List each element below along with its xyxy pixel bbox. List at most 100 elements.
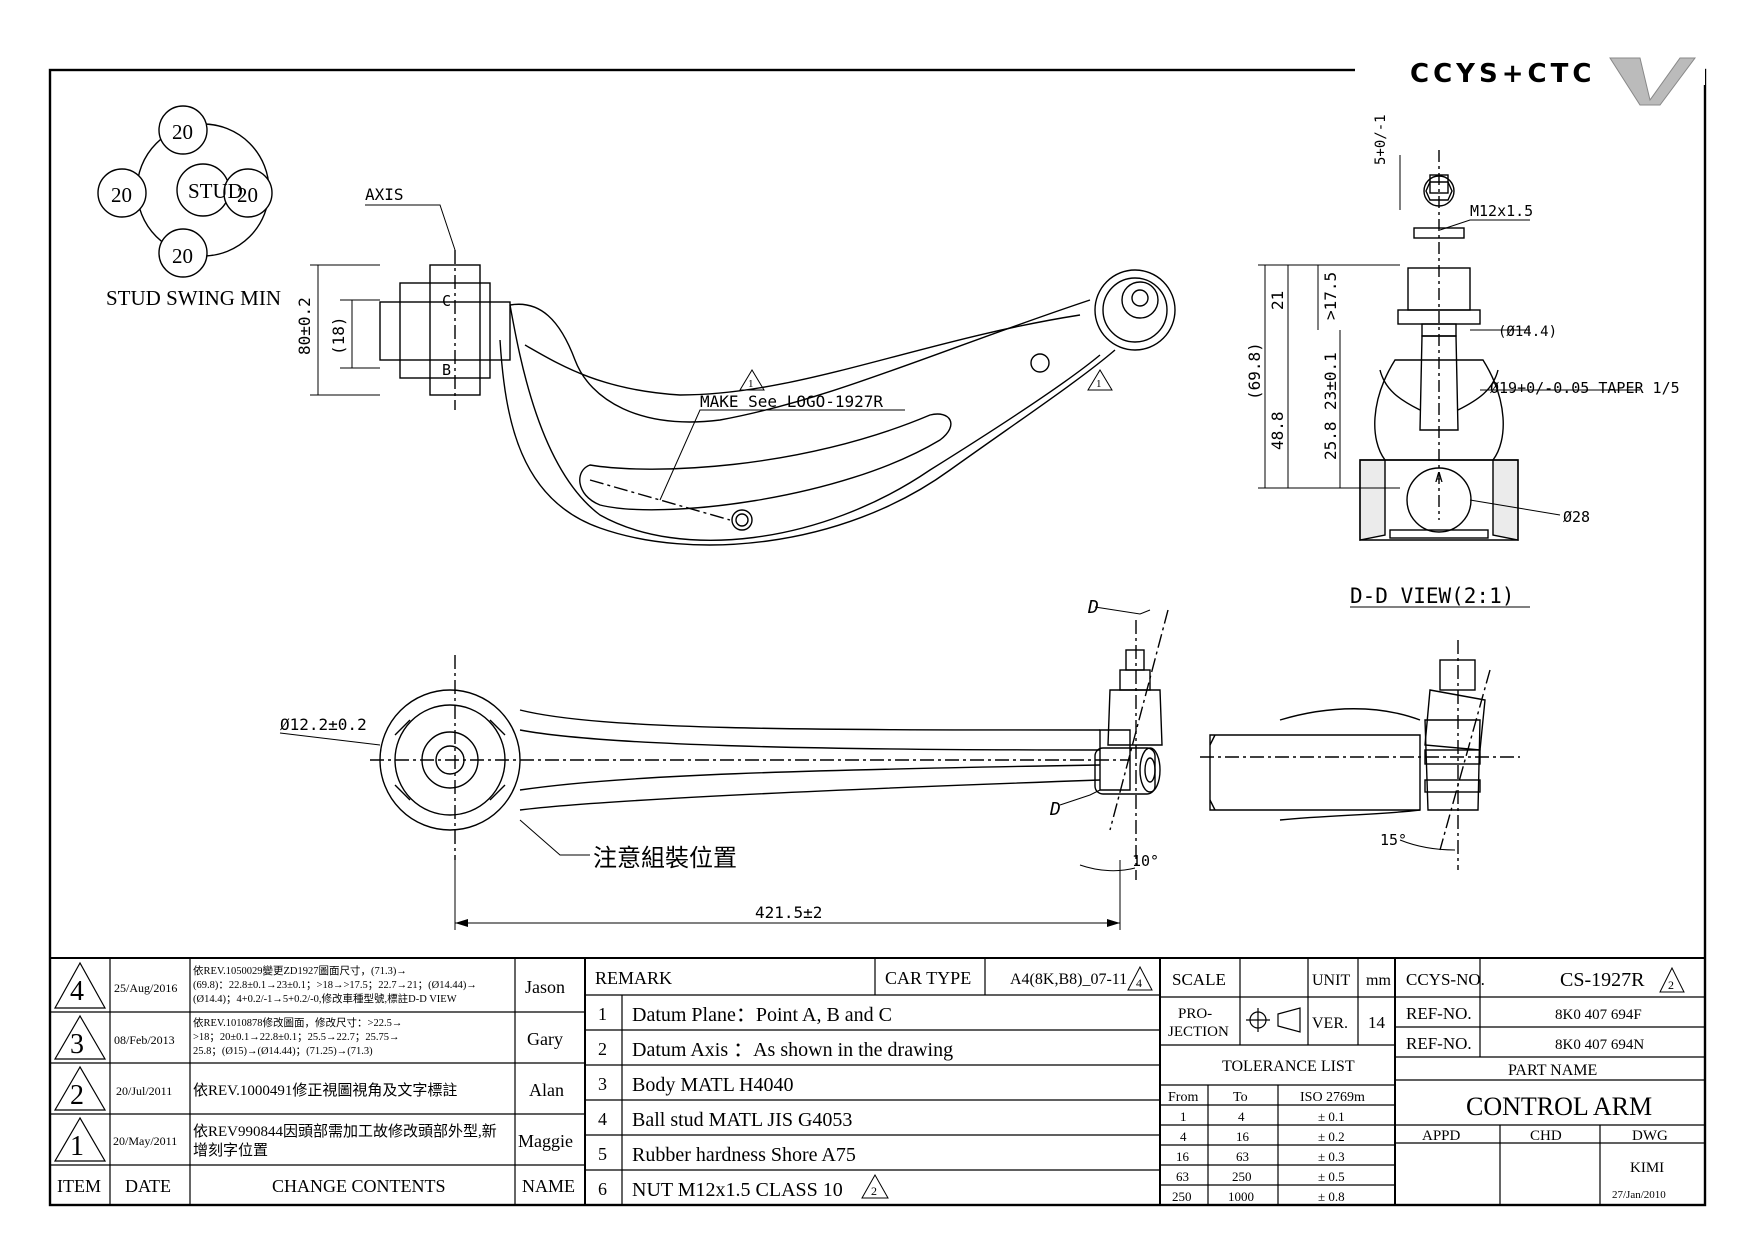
drawing-date: 27/Jan/2010 [1612,1189,1666,1201]
tol-to-4: 250 [1232,1169,1252,1184]
tolerance-title: TOLERANCE LIST [1222,1058,1355,1075]
rev-date-1: 20/May/2011 [113,1134,177,1148]
chd-label: CHD [1530,1128,1562,1144]
version-value: 14 [1368,1013,1386,1032]
rev-header-name: NAME [522,1176,575,1196]
car-type-rev: 4 [1136,976,1142,990]
rev-item-2: 2 [70,1080,84,1111]
swing-top-angle: 20 [172,120,193,144]
rev-header-date: DATE [125,1176,171,1196]
section-d-top: D [1087,597,1099,618]
tol-header-from: From [1168,1090,1198,1105]
rev-line-3a: 依REV.1010878修改圖面，修改尺寸：>22.5→ [193,1016,402,1029]
remark-no-3: 3 [598,1074,607,1094]
remarks-table: REMARK CAR TYPE A4(8K,B8)_07-11 4 1 Datu… [595,965,1153,1201]
overall-length: 421.5±2 [755,903,822,922]
part-name: CONTROL ARM [1466,1092,1652,1121]
ref-number-2: 8K0 407 694N [1555,1037,1644,1053]
tol-header-to: To [1233,1090,1248,1105]
tol-value-5: ± 0.8 [1318,1189,1345,1204]
unit-label: UNIT [1312,972,1350,989]
revision-table: 4 25/Aug/2016 依REV.1050029變更ZD1927圖面尺寸，(… [57,964,575,1196]
remark-no-6: 6 [598,1179,607,1199]
remark-text-1: Datum Plane：Point A, B and C [632,1004,892,1026]
remark-no-2: 2 [598,1039,607,1059]
rev-item-3: 3 [70,1029,84,1060]
ccys-label: CCYS-NO. [1406,970,1485,989]
rev-name-4: Jason [525,977,565,997]
ccys-number: CS-1927R [1560,969,1645,991]
rev-date-4: 25/Aug/2016 [114,981,177,995]
tol-to-1: 4 [1238,1109,1245,1124]
title-block-grid [50,957,1705,1205]
rev-line-4a: 依REV.1050029變更ZD1927圖面尺寸，(71.3)→ [193,964,407,977]
dd-taper: Ø19+0/-0.05 TAPER 1/5 [1490,379,1680,397]
front-angle: 10° [1132,852,1159,870]
logo-note-rev: 1 [748,378,754,390]
projection-symbol-icon [1246,1007,1301,1033]
datum-b-label: B [442,361,451,379]
dd-top-dim: 5+0/-1 [1373,114,1389,165]
tol-header-iso: ISO 2769m [1300,1090,1365,1105]
revision-triangles [53,961,107,1162]
tol-from-2: 4 [1180,1129,1187,1144]
version-label: VER. [1312,1015,1348,1032]
scale-label: SCALE [1172,970,1226,989]
end-rev-mark: 1 [1096,378,1102,390]
side-angle: 15° [1380,831,1407,849]
rev-line-1b: 增刻字位置 [193,1142,268,1159]
datum-a-label: A [1435,471,1443,486]
tol-value-3: ± 0.3 [1318,1149,1345,1164]
bushing-dia: Ø12.2±0.2 [280,715,367,734]
dim-inner: (18) [329,316,348,355]
rev-name-2: Alan [529,1080,564,1100]
title-block: CCYS-NO. CS-1927R 2 REF-NO. 8K0 407 694F… [1406,966,1685,1201]
remark-no-5: 5 [598,1144,607,1164]
rev-line-4c: (Ø14.4)；4+0.2/-1→5+0.2/-0,修改車種型號,標註D-D V… [193,992,457,1005]
dwg-label: DWG [1632,1128,1668,1144]
tol-to-5: 1000 [1228,1189,1254,1204]
brand-emblem-icon [1609,57,1696,106]
remark-6-rev: 2 [871,1184,877,1198]
remark-no-1: 1 [598,1004,607,1024]
remark-text-3: Body MATL H4040 [632,1074,793,1096]
projection-label-2: JECTION [1168,1024,1229,1040]
appd-label: APPD [1422,1128,1461,1144]
dd-dim-488: 48.8 [1268,411,1287,450]
rev-date-3: 08/Feb/2013 [114,1033,175,1047]
rev-line-2a: 依REV.1000491修正視圖視角及文字標註 [193,1082,457,1099]
dd-thread: M12x1.5 [1470,202,1533,220]
rev-header-item: ITEM [57,1176,101,1196]
ref-label-2: REF-NO. [1406,1034,1472,1053]
dd-ball-dia: Ø28 [1563,508,1590,526]
tol-from-1: 1 [1180,1109,1187,1124]
swing-right-angle: 20 [237,183,258,207]
axis-label: AXIS [365,185,404,204]
part-name-label: PART NAME [1508,1062,1597,1079]
remark-header: REMARK [595,968,672,988]
rev-line-1a: 依REV990844因頭部需加工故修改頭部外型,新 [193,1123,497,1140]
top-view: 80±0.2 (18) AXIS C B MAKE See LOGO-1927R… [295,185,1176,546]
tol-value-4: ± 0.5 [1318,1169,1345,1184]
side-view: 15° [1200,640,1520,870]
tol-value-2: ± 0.2 [1318,1129,1345,1144]
rev-line-4b: (69.8)：22.8±0.1→23±0.1；>18→>17.5；22.7→21… [193,980,477,991]
rev-name-1: Maggie [518,1131,573,1151]
rev-header-contents: CHANGE CONTENTS [272,1176,446,1196]
brand-logo: CCYS+CTC [1355,55,1705,106]
dd-section-view: 5+0/-1 M12x1.5 21 >17.5 23±0.1 (69.8) 48… [1245,114,1680,608]
brand-logo-text: CCYS+CTC [1410,59,1595,89]
dd-dim-23: 23±0.1 [1321,352,1340,410]
sheet-frame [48,68,1707,1207]
logo-note: MAKE See LOGO-1927R [700,392,883,411]
dim-height: 80±0.2 [295,297,314,355]
remark-text-4: Ball stud MATL JIS G4053 [632,1109,852,1131]
assembly-note: 注意組裝位置 [593,844,737,872]
dd-view-title: D-D VIEW(2:1) [1350,584,1514,608]
rev-name-3: Gary [527,1029,563,1049]
rev-line-3b: >18；20±0.1→22.8±0.1；25.5→22.7；25.75→ [193,1032,399,1043]
dd-dim-21: 21 [1268,291,1287,310]
ref-label-1: REF-NO. [1406,1004,1472,1023]
stud-center-label: STUD [188,179,243,203]
